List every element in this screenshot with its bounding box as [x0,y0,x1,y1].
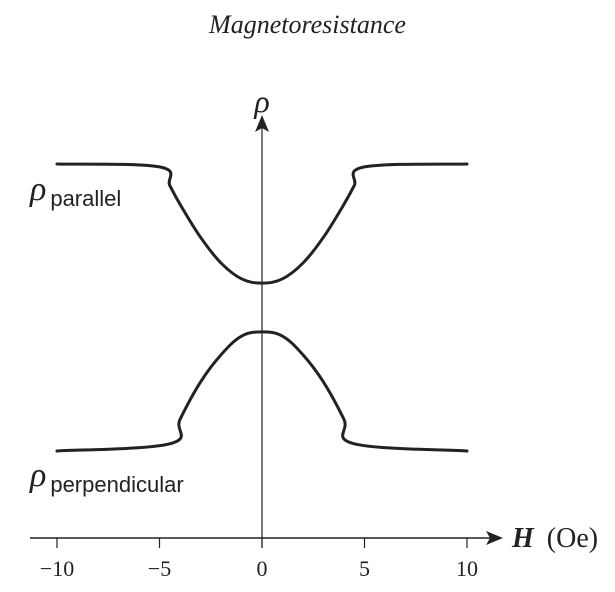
x-tick-label: 0 [257,556,268,581]
series-label-parallel-symbol: ρ [29,171,46,208]
labels: ρ H (Oe) ρ parallel ρ perpendicular [29,83,598,554]
series-line-parallel [55,162,469,285]
x-tick-label: −10 [40,556,74,581]
x-axis-label: H (Oe) [511,523,598,554]
y-axis-arrow [255,115,269,132]
chart-title: Magnetoresistance [209,10,406,39]
series-label-perpendicular-symbol: ρ [29,457,46,494]
series-label-parallel: ρ parallel [29,171,121,211]
x-axis-arrow [486,531,503,545]
x-axis-unit: (Oe) [547,523,598,554]
x-tick-label: −5 [148,556,171,581]
curves [55,162,469,453]
series-label-perpendicular: ρ perpendicular [29,457,184,497]
y-axis-label: ρ [253,83,269,119]
axes: −10 −5 0 5 10 [30,115,503,581]
x-tick-label: 10 [456,556,478,581]
x-tick-label: 5 [359,556,370,581]
series-label-perpendicular-sub: perpendicular [50,472,183,497]
series-label-parallel-sub: parallel [50,186,121,211]
x-axis-symbol: H [511,523,535,554]
series-line-perpendicular [55,330,469,453]
